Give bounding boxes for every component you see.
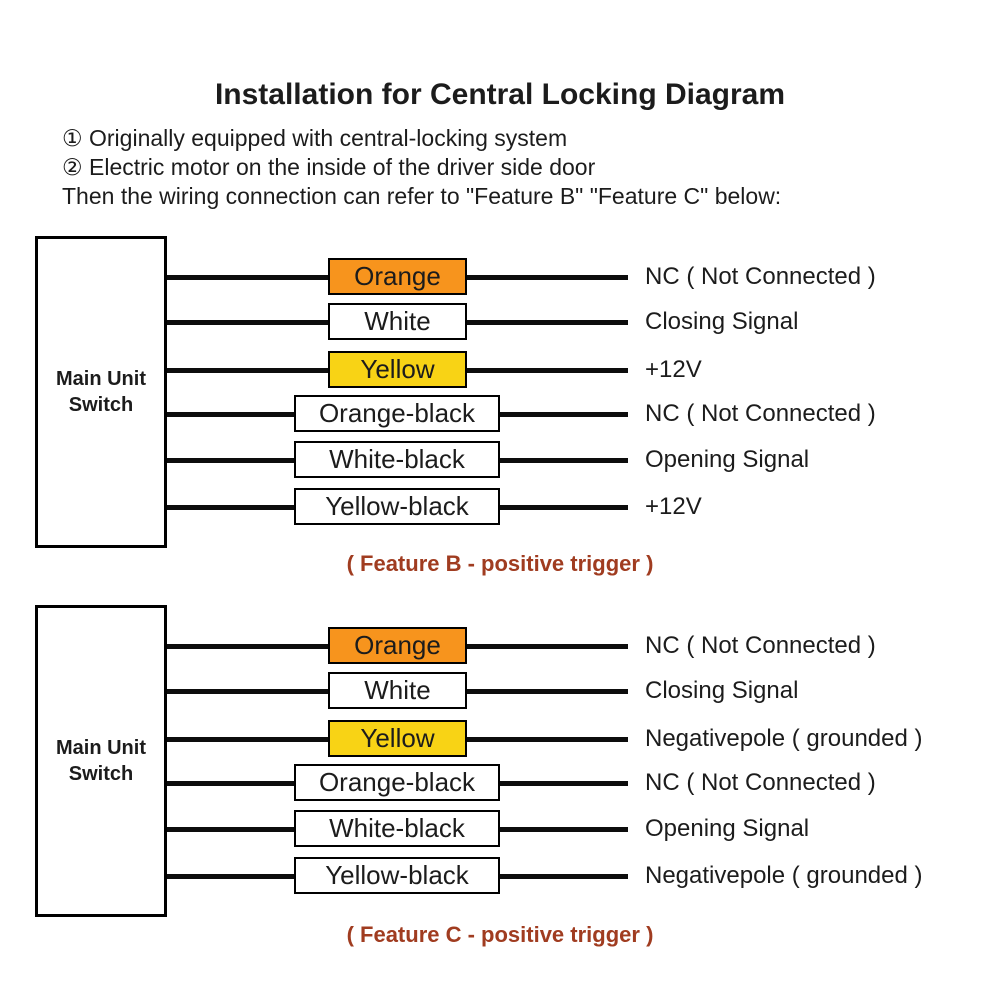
wire-color-label: White bbox=[364, 306, 431, 336]
wire-segment-right bbox=[467, 689, 628, 694]
wire-row-yellow-black: Yellow-black Negativepole ( grounded ) bbox=[167, 853, 1000, 899]
wire-segment-left bbox=[167, 737, 328, 742]
wire-color-box: Orange bbox=[328, 258, 467, 295]
signal-label: Closing Signal bbox=[645, 308, 799, 335]
wire-color-label: White bbox=[364, 675, 431, 705]
wire-segment-left bbox=[167, 644, 328, 649]
wire-segment-right bbox=[500, 505, 628, 510]
wire-row-orange: Orange NC ( Not Connected ) bbox=[167, 254, 1000, 300]
signal-label: Opening Signal bbox=[645, 815, 810, 842]
signal-label: NC ( Not Connected ) bbox=[645, 632, 876, 659]
wire-segment-left bbox=[167, 368, 328, 373]
wire-segment-right bbox=[467, 368, 628, 373]
wire-color-label: Orange-black bbox=[318, 398, 476, 428]
page-title: Installation for Central Locking Diagram bbox=[214, 78, 786, 111]
signal-label: NC ( Not Connected ) bbox=[645, 400, 876, 427]
diagram-section-feature-b: Main Unit Switch Orange NC ( Not Connect… bbox=[0, 236, 1000, 548]
caption-feature-c: ( Feature C - positive trigger ) bbox=[346, 922, 654, 947]
signal-label: NC ( Not Connected ) bbox=[645, 263, 876, 290]
wire-segment-left bbox=[167, 320, 328, 325]
main-unit-switch-label: Main Unit Switch bbox=[56, 737, 146, 785]
wire-segment-left bbox=[167, 458, 294, 463]
wire-segment-right bbox=[500, 827, 628, 832]
note-line-3: Then the wiring connection can refer to … bbox=[62, 183, 782, 209]
wire-color-box: Yellow-black bbox=[294, 857, 500, 894]
wire-segment-left bbox=[167, 827, 294, 832]
wire-color-label: Yellow bbox=[360, 723, 435, 753]
wire-row-white-black: White-black Opening Signal bbox=[167, 437, 1000, 483]
wire-segment-right bbox=[500, 874, 628, 879]
main-unit-switch-label: Main Unit Switch bbox=[56, 368, 146, 416]
wire-row-orange-black: Orange-black NC ( Not Connected ) bbox=[167, 391, 1000, 437]
wire-segment-left bbox=[167, 781, 294, 786]
wire-segment-right bbox=[467, 644, 628, 649]
signal-label: Opening Signal bbox=[645, 446, 810, 473]
wire-row-white-black: White-black Opening Signal bbox=[167, 806, 1000, 852]
note-line-1: ① Originally equipped with central-locki… bbox=[62, 125, 568, 151]
wire-color-label: White-black bbox=[329, 444, 465, 474]
wire-color-label: Orange bbox=[354, 630, 441, 660]
caption-feature-b: ( Feature B - positive trigger ) bbox=[346, 551, 654, 576]
signal-label: +12V bbox=[645, 356, 702, 383]
wire-row-orange-black: Orange-black NC ( Not Connected ) bbox=[167, 760, 1000, 806]
wire-color-box: Orange bbox=[328, 627, 467, 664]
wire-color-box: Orange-black bbox=[294, 395, 500, 432]
wire-row-yellow-black: Yellow-black +12V bbox=[167, 484, 1000, 530]
wire-color-label: Yellow-black bbox=[325, 491, 469, 521]
wire-row-yellow: Yellow Negativepole ( grounded ) bbox=[167, 716, 1000, 762]
wire-segment-right bbox=[467, 320, 628, 325]
wire-color-label: Orange-black bbox=[318, 767, 476, 797]
wire-color-box: Yellow bbox=[328, 351, 467, 388]
wire-segment-right bbox=[500, 412, 628, 417]
main-unit-switch-box: Main Unit Switch bbox=[35, 605, 167, 917]
wire-color-box: Yellow bbox=[328, 720, 467, 757]
wire-color-box: Orange-black bbox=[294, 764, 500, 801]
signal-label: Negativepole ( grounded ) bbox=[645, 862, 923, 889]
wire-color-label: Yellow-black bbox=[325, 860, 469, 890]
signal-label: +12V bbox=[645, 493, 702, 520]
wire-color-box: White bbox=[328, 303, 467, 340]
main-unit-switch-box: Main Unit Switch bbox=[35, 236, 167, 548]
wire-segment-left bbox=[167, 275, 328, 280]
wire-segment-left bbox=[167, 412, 294, 417]
wire-segment-right bbox=[500, 458, 628, 463]
wire-row-yellow: Yellow +12V bbox=[167, 347, 1000, 393]
wire-color-label: Yellow bbox=[360, 354, 435, 384]
signal-label: NC ( Not Connected ) bbox=[645, 769, 876, 796]
wire-color-box: Yellow-black bbox=[294, 488, 500, 525]
wire-color-label: Orange bbox=[354, 261, 441, 291]
notes-block: ① Originally equipped with central-locki… bbox=[62, 124, 781, 211]
diagram-section-feature-c: Main Unit Switch Orange NC ( Not Connect… bbox=[0, 605, 1000, 917]
wire-segment-left bbox=[167, 689, 328, 694]
note-line-2: ② Electric motor on the inside of the dr… bbox=[62, 154, 596, 180]
wire-segment-right bbox=[467, 737, 628, 742]
signal-label: Closing Signal bbox=[645, 677, 799, 704]
wire-segment-left bbox=[167, 874, 294, 879]
signal-label: Negativepole ( grounded ) bbox=[645, 725, 923, 752]
wire-row-orange: Orange NC ( Not Connected ) bbox=[167, 623, 1000, 669]
wire-row-white: White Closing Signal bbox=[167, 668, 1000, 714]
wire-color-box: White bbox=[328, 672, 467, 709]
wire-segment-left bbox=[167, 505, 294, 510]
wire-color-box: White-black bbox=[294, 441, 500, 478]
wire-color-label: White-black bbox=[329, 813, 465, 843]
wire-row-white: White Closing Signal bbox=[167, 299, 1000, 345]
wire-color-box: White-black bbox=[294, 810, 500, 847]
wire-segment-right bbox=[467, 275, 628, 280]
wire-segment-right bbox=[500, 781, 628, 786]
